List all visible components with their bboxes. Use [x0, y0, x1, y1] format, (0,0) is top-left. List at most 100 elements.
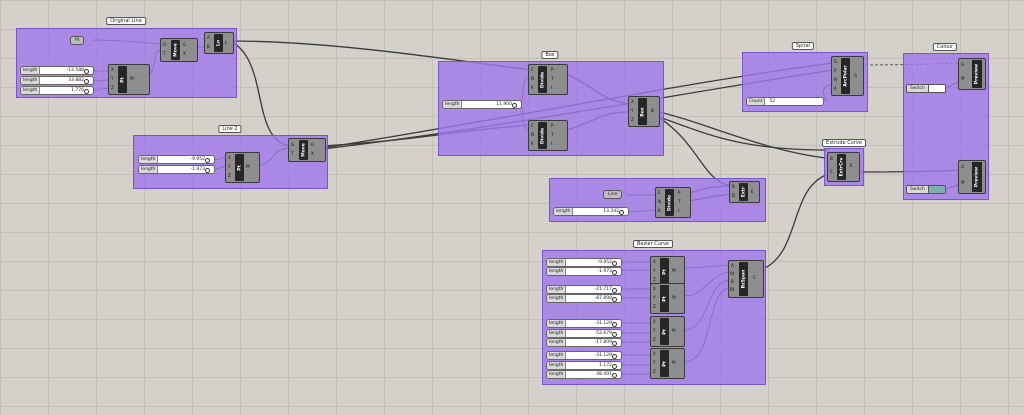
bezier-span-component[interactable]: A At B Bt BzSpan C — [728, 260, 764, 298]
slider-label: length — [547, 259, 567, 266]
port-t: T — [291, 151, 294, 156]
preview-component-1[interactable]: G M Preview — [958, 58, 986, 90]
port-g-out: G — [854, 73, 858, 78]
component-core: ArcPolar — [841, 58, 850, 94]
toggle-switch[interactable] — [927, 186, 945, 193]
group-title-spiral: Spiral — [791, 42, 815, 50]
port-n: N — [531, 132, 534, 137]
bezier-point-component-2[interactable]: X Y Z Pt Pt — [650, 283, 685, 314]
slider-bz3-y[interactable]: length-52.679 — [546, 329, 622, 338]
slider-bz3-x[interactable]: length-31.129 — [546, 319, 622, 328]
port-x: X — [653, 259, 656, 264]
port-y: Y — [653, 268, 656, 273]
component-core: Pt — [660, 285, 669, 312]
port-c: C — [531, 123, 534, 128]
line-component[interactable]: A B Ln L — [204, 32, 234, 54]
pt-param[interactable]: Pt — [70, 36, 85, 45]
move-component[interactable]: G T Move G X — [160, 38, 198, 62]
slider-value: 11.900 — [462, 101, 521, 108]
group-title-line2: Line 2 — [218, 125, 242, 133]
port-c: C — [531, 67, 534, 72]
toggle-switch[interactable] — [927, 85, 945, 92]
move-component-2[interactable]: G T Move G X — [288, 138, 326, 162]
slider-l2-y[interactable]: length-1.973 — [138, 165, 215, 174]
group-title-bezier-curve: Bezier Curve — [633, 240, 673, 248]
slider-label: length — [21, 87, 41, 94]
port-t-param: t — [678, 208, 680, 213]
port-pt: Pt — [672, 268, 676, 273]
slider-value: 48.491 — [566, 371, 621, 378]
construct-point-component-2[interactable]: X Y Z Pt Pt — [225, 152, 260, 183]
extrcrv-component[interactable]: B C ExtrCrv E — [827, 152, 860, 182]
counter-value: 52 — [769, 99, 776, 104]
slider-bz4-x[interactable]: length-31.129 — [546, 351, 622, 360]
bezier-point-component-3[interactable]: X Y Z Pt Pt — [650, 316, 685, 347]
component-core: Pt — [660, 258, 669, 285]
bezier-point-component-4[interactable]: X Y Z Pt Pt — [650, 348, 685, 379]
arcpolar-component[interactable]: G P N A ArcPolar G — [831, 56, 864, 96]
port-b: B — [207, 44, 210, 49]
component-core: Divide — [538, 66, 547, 93]
port-y: Y — [228, 164, 231, 169]
slider-value: -31.129 — [566, 352, 621, 359]
slider-l2-x[interactable]: length-9.952 — [138, 155, 215, 164]
slider-value: 1.172 — [566, 362, 621, 369]
component-core: Box — [638, 98, 647, 125]
port-a: A — [731, 263, 734, 268]
port-k: K — [658, 208, 661, 213]
slider-bz3-z[interactable]: length-17.809 — [546, 338, 622, 347]
port-k: K — [531, 85, 534, 90]
extr-component[interactable]: B D Extr E — [729, 181, 760, 203]
switch-toggle-1[interactable]: Switch — [906, 84, 946, 93]
component-core: Ln — [214, 34, 223, 52]
port-c: C — [830, 169, 833, 174]
port-z: Z — [111, 85, 114, 90]
construct-point-component[interactable]: X Y Z Pt Pt — [108, 64, 150, 95]
port-a: A — [834, 86, 837, 91]
divide-component-2[interactable]: C N K Divide P T t — [528, 120, 568, 151]
port-m: M — [961, 180, 965, 185]
switch-toggle-2[interactable]: Switch — [906, 185, 946, 194]
port-x: X — [228, 155, 231, 160]
slider-value: -31.129 — [566, 320, 621, 327]
slider-value: -21.717 — [566, 286, 621, 293]
port-x: X — [653, 319, 656, 324]
port-at: At — [730, 271, 735, 276]
port-x: X — [653, 286, 656, 291]
slider-label: length — [547, 339, 567, 346]
component-core: Pt — [660, 318, 669, 345]
port-z: Z — [653, 304, 656, 309]
port-t-param: t — [551, 141, 553, 146]
port-p: P — [551, 67, 554, 72]
slider-bz1-y[interactable]: length-1.973 — [546, 267, 622, 276]
slider-ol-x[interactable]: length-12.588 — [20, 66, 94, 75]
port-t-param: t — [551, 85, 553, 90]
line-param[interactable]: Line — [603, 190, 623, 199]
box-component[interactable]: X Y Z Box B — [628, 96, 660, 127]
slider-label: length — [547, 362, 567, 369]
slider-label: length — [547, 295, 567, 302]
port-pt: Pt — [130, 76, 134, 81]
slider-bz1-x[interactable]: length-9.952 — [546, 258, 622, 267]
port-x: X — [653, 351, 656, 356]
port-y: Y — [653, 360, 656, 365]
slider-label: length — [547, 268, 567, 275]
port-t-out: T — [551, 76, 554, 81]
divide-component-3[interactable]: C N K Divide P T t — [655, 187, 691, 218]
preview-component-2[interactable]: G M Preview — [958, 160, 986, 194]
port-y: Y — [653, 295, 656, 300]
bezier-point-component-1[interactable]: X Y Z Pt Pt — [650, 256, 685, 287]
port-d: D — [732, 193, 736, 198]
port-pt: Pt — [672, 360, 676, 365]
slider-bz2-x[interactable]: length-21.717 — [546, 285, 622, 294]
slider-bz2-y[interactable]: length-87.898 — [546, 294, 622, 303]
divide-component-1[interactable]: C N K Divide P T t — [528, 64, 568, 95]
component-core: Pt — [660, 350, 669, 377]
